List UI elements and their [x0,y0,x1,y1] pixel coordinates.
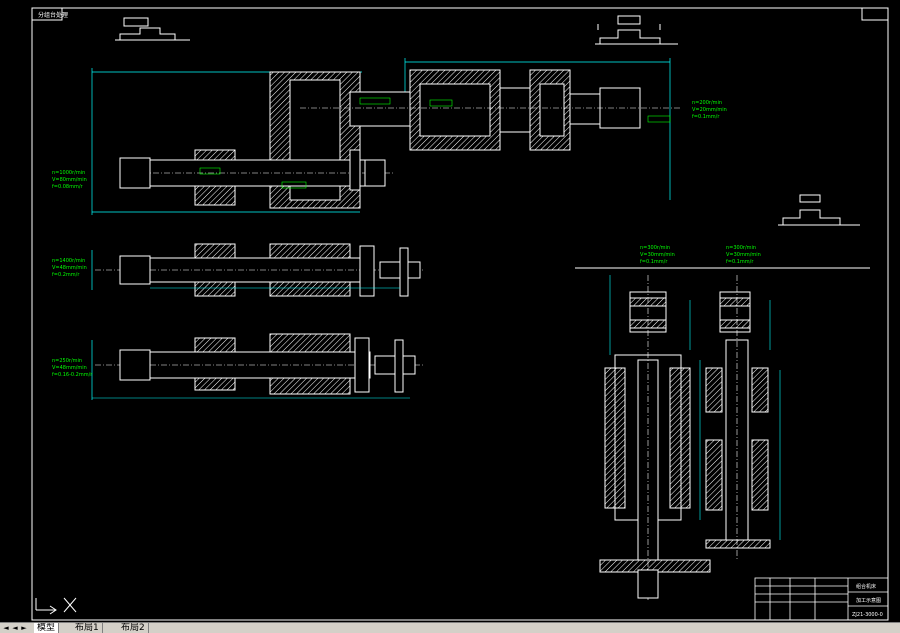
tab-model[interactable]: 模型 [34,623,60,633]
spindle-params-1: n=1000r/min V=80mm/min f=0.08mm/r [52,170,87,190]
svg-text:V=80mm/min: V=80mm/min [52,177,87,183]
spindle-assembly-2 [91,243,425,297]
tab-layout-1[interactable]: 布局1 [72,623,103,633]
svg-text:n=200r/min: n=200r/min [692,100,722,106]
svg-text:n=300r/min: n=300r/min [640,245,670,251]
spindle-params-3: n=250r/min V=48mm/min f=0.16-0.2mm/r [52,358,93,378]
spindle-params-2: n=1400r/min V=48mm/min f=0.2mm/r [52,258,87,278]
tab-nav-next-icon[interactable]: ► [21,624,27,632]
svg-text:f=0.08mm/r: f=0.08mm/r [52,184,84,190]
corner-label: 分组台处理 [38,11,68,19]
svg-text:n=1400r/min: n=1400r/min [52,258,85,264]
svg-text:f=0.1mm/r: f=0.1mm/r [726,259,754,265]
svg-text:f=0.1mm/r: f=0.1mm/r [640,259,668,265]
feed-diagram-top-left [115,17,190,41]
svg-text:f=0.2mm/r: f=0.2mm/r [52,272,80,278]
spindle-assembly-3 [91,333,425,400]
svg-text:V=30mm/min: V=30mm/min [726,252,761,258]
spindle-params-6: n=300r/min V=30mm/min f=0.1mm/r [726,245,761,265]
title-block-name: 组合机床 [856,583,876,590]
svg-text:f=0.16-0.2mm/r: f=0.16-0.2mm/r [52,372,93,378]
vertical-assembly-section [575,267,870,600]
feed-diagram-mid-right [778,194,860,226]
title-block [754,577,889,621]
svg-text:n=300r/min: n=300r/min [726,245,756,251]
ucs-icon [35,597,77,615]
tab-nav-first-icon[interactable]: ◄ [3,624,9,632]
spindle-assembly-1 [91,58,680,215]
spindle-params-5: n=300r/min V=30mm/min f=0.1mm/r [640,245,675,265]
svg-text:V=30mm/min: V=30mm/min [640,252,675,258]
svg-text:n=1000r/min: n=1000r/min [52,170,85,176]
feed-diagram-top-right [595,15,678,45]
title-block-code: ZJ21-3000-0 [852,612,883,618]
spindle-params-4: n=200r/min V=20mm/min f=0.1mm/r [692,100,727,120]
svg-text:n=250r/min: n=250r/min [52,358,82,364]
tab-layout-2[interactable]: 布局2 [118,623,149,633]
layout-tab-bar: ◄ ◄ ► 模型 布局1 布局2 [0,622,900,633]
title-block-sub: 加工示意图 [856,597,881,604]
svg-text:f=0.1mm/r: f=0.1mm/r [692,114,720,120]
tab-nav-prev-icon[interactable]: ◄ [12,624,18,632]
svg-text:V=20mm/min: V=20mm/min [692,107,727,113]
svg-text:V=48mm/min: V=48mm/min [52,265,87,271]
svg-text:V=48mm/min: V=48mm/min [52,365,87,371]
drawing-frame [31,7,889,621]
